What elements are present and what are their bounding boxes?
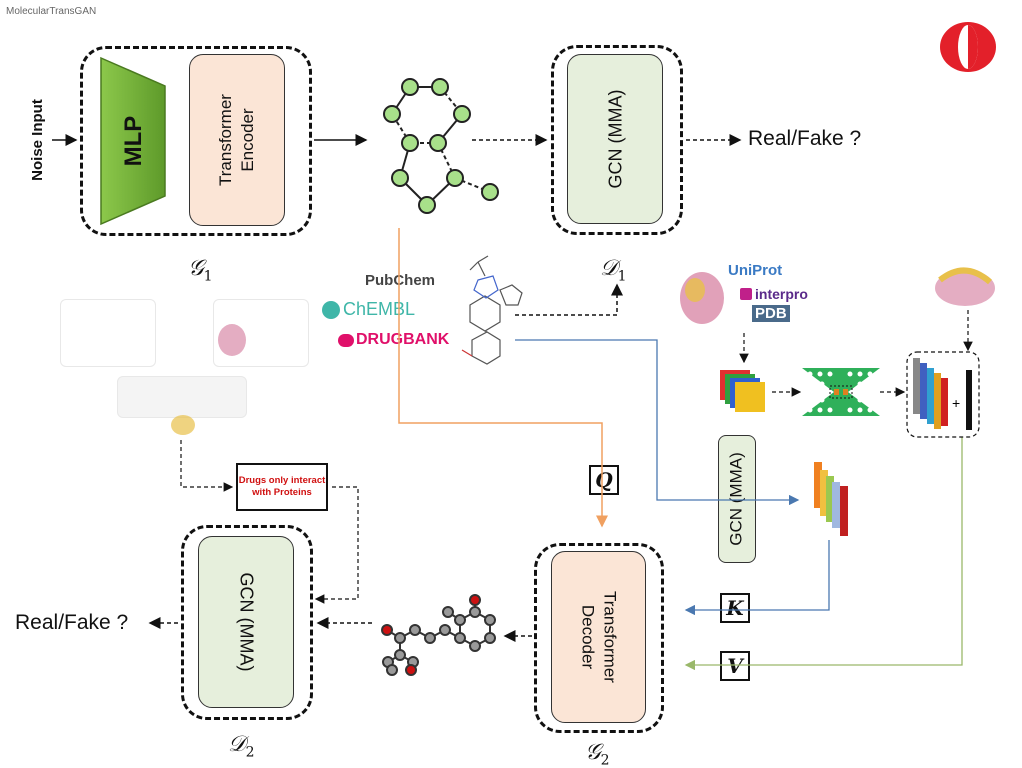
protein-structure-left [680,272,724,324]
gcn-d2: GCN (MMA) [198,536,294,708]
drugbank-logo: DRUGBANK [356,331,450,348]
gcn-d1: GCN (MMA) [567,54,663,224]
arrow-value [684,437,963,671]
pubchem-logo: PubChem [365,272,436,289]
interpro-logo: interpro [755,286,808,302]
generated-molecule-g2 [381,594,496,676]
constraint-label: Drugs only interact with Proteins [238,475,326,498]
generator2-box [534,543,664,733]
arrow-pairs-to-constraint [180,440,234,492]
arrow-orange-query [398,228,608,528]
drugbank-icon [338,334,354,347]
discriminator2-label: 𝒟2 [228,732,255,761]
protein-feature-tensor [720,370,765,412]
protein-thumb-mini [171,324,246,435]
chembl-icon [322,301,340,319]
discriminator2-box [181,525,313,720]
protein-autoencoder [802,368,880,416]
discriminator1-box [551,45,683,235]
generator2-label: 𝒢2 [585,740,610,768]
real-molecule-structure [461,255,523,365]
interpro-icon [740,288,752,300]
gcn-protein: GCN (MMA) [718,435,756,563]
value-symbol: V [720,651,750,681]
svg-text:+: + [952,395,960,411]
discriminator1-label: 𝒟1 [600,256,627,285]
generator1-label: 𝒢1 [188,256,213,285]
protein-structure-right [935,267,995,306]
transformer-encoder: Transformer Encoder [189,54,285,226]
pdb-logo: PDB [752,305,790,322]
drug-db-thumbnail [60,299,156,367]
app-title: MolecularTransGAN [6,6,97,17]
generated-molecular-graph [383,78,499,214]
university-logo [940,22,996,72]
key-symbol: K [720,593,750,623]
real-fake-d2: Real/Fake ? [15,611,129,634]
uniprot-logo: UniProt [728,262,783,279]
arrow-blue-molecule-to-protein-gcn [515,339,800,506]
transformer-decoder: Transformer Decoder [551,551,646,723]
arrow-real-molecule-to-d1 [515,283,623,316]
drug-feature-columns [814,462,848,536]
constraint-box: Drugs only interact with Proteins [236,463,328,511]
generator1-box [80,46,312,236]
query-symbol: Q [589,465,619,495]
arrow-key [684,540,830,616]
arrow-constraint-to-d2 [314,486,359,604]
concat-feature-columns: + [913,358,972,430]
real-fake-d1: Real/Fake ? [748,127,862,150]
mlp-trapezoid [100,56,166,226]
chembl-logo: ChEMBL [343,299,416,319]
